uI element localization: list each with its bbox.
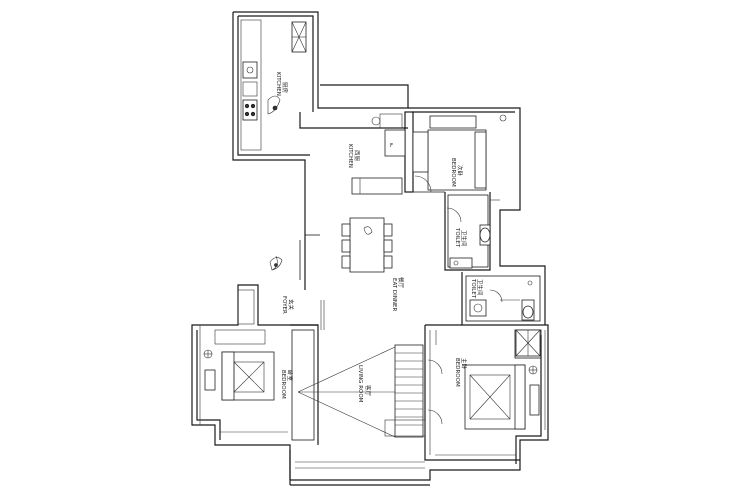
foyer-label-cn: 玄关 xyxy=(287,299,295,311)
bedroom-right-label-en: BEDROOM xyxy=(454,358,460,387)
bedroom-left-label-cn: 卧室 xyxy=(286,370,294,382)
dining-table xyxy=(341,217,393,273)
plant-icon xyxy=(269,255,283,271)
toilet-mid xyxy=(469,280,535,321)
balcony xyxy=(220,300,546,469)
eat-dinner-label-cn: 餐厅 xyxy=(397,277,405,289)
kitchen-lower-label-en: KITCHEN xyxy=(347,144,353,168)
kitchen-upper-label-cn: 厨房 xyxy=(281,82,289,94)
bedroom-top-label-cn: 次卧 xyxy=(456,165,464,177)
kitchen-lower: F xyxy=(351,113,406,195)
bedroom-left-label-en: BEDROOM xyxy=(280,370,286,399)
kitchen-upper-label-en: KITCHEN xyxy=(275,72,281,96)
svg-text:F: F xyxy=(390,143,393,149)
kitchen-lower-label-cn: 西厨 xyxy=(353,150,360,162)
foyer-cabinet xyxy=(237,289,255,325)
living-room xyxy=(297,344,443,438)
outer-walls xyxy=(191,11,549,486)
bedroom-right-label-cn: 主卧 xyxy=(460,358,468,370)
bedroom-top xyxy=(412,114,507,193)
toilet-mid-label-en: TOILET xyxy=(470,278,476,299)
living-room-label-en: LIVING ROOM xyxy=(357,365,363,403)
foyer-label-en: FOYER xyxy=(281,296,287,314)
toilet-top xyxy=(446,199,500,269)
toilet-top-label-en: TOILET xyxy=(454,227,460,248)
toilet-mid-label-cn: 卫生间 xyxy=(476,279,484,296)
eat-dinner-label-en: EAT DINNER xyxy=(391,278,397,311)
kitchen-upper xyxy=(240,19,307,151)
bedroom-left xyxy=(199,325,275,425)
living-room-label-cn: 客厅 xyxy=(364,385,372,397)
toilet-top-label-cn: 卫生间 xyxy=(460,230,468,247)
bedroom-top-label-en: BEDROOM xyxy=(450,158,456,187)
bedroom-right xyxy=(429,329,541,455)
